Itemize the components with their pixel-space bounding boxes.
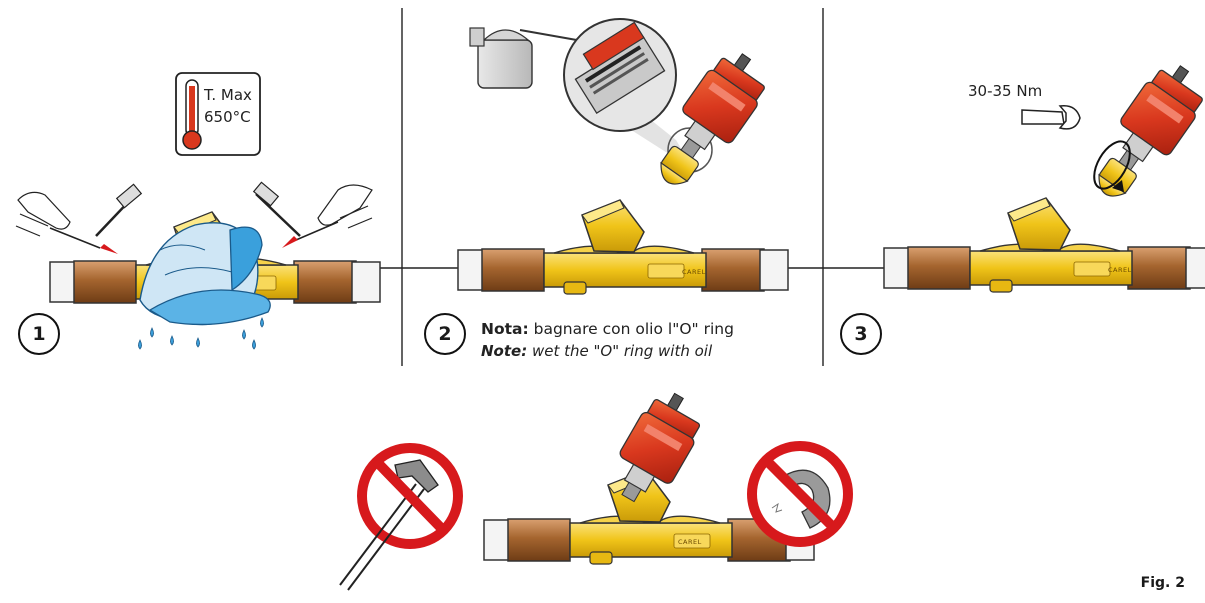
prohibition-section <box>339 383 853 591</box>
temperature-label: T. Max <box>204 86 252 104</box>
temperature-badge <box>175 72 261 156</box>
note-italian-label: Nota: <box>481 320 529 338</box>
temperature-value: 650°C <box>204 108 251 126</box>
left-hand-torch <box>15 183 143 249</box>
note-italian-text: bagnare con olio l"O" ring <box>528 320 734 338</box>
step-1-brazing <box>15 181 381 350</box>
note-english-label: Note: <box>481 342 528 360</box>
torque-label: 30-35 Nm <box>968 82 1043 100</box>
step-number-3: 3 <box>840 313 882 355</box>
brand-label: CAREL <box>1108 266 1132 274</box>
step-2-oil <box>457 18 789 295</box>
note-english: Note: wet the "O" ring with oil <box>481 342 712 360</box>
water-drops <box>138 317 264 350</box>
flame-icon <box>100 244 118 254</box>
rotation-arrow-icon <box>1112 180 1124 192</box>
figure-label: Fig. 2 <box>1140 575 1185 591</box>
brand-label: CAREL <box>678 538 702 546</box>
no-hammer-icon <box>339 443 463 591</box>
flame-icon <box>282 236 298 248</box>
thermometer-icon <box>182 79 202 150</box>
note-english-text: wet the "O" ring with oil <box>527 342 713 360</box>
step-3-torque <box>883 54 1205 293</box>
right-hand-torch <box>252 181 373 241</box>
wrench-icon <box>1021 105 1081 130</box>
step-number-2: 2 <box>424 313 466 355</box>
note-italian: Nota: bagnare con olio l"O" ring <box>481 320 734 338</box>
oil-can-icon <box>469 27 598 89</box>
no-magnet-icon <box>747 441 853 547</box>
step-number-1: 1 <box>18 313 60 355</box>
brand-label: CAREL <box>682 268 706 276</box>
